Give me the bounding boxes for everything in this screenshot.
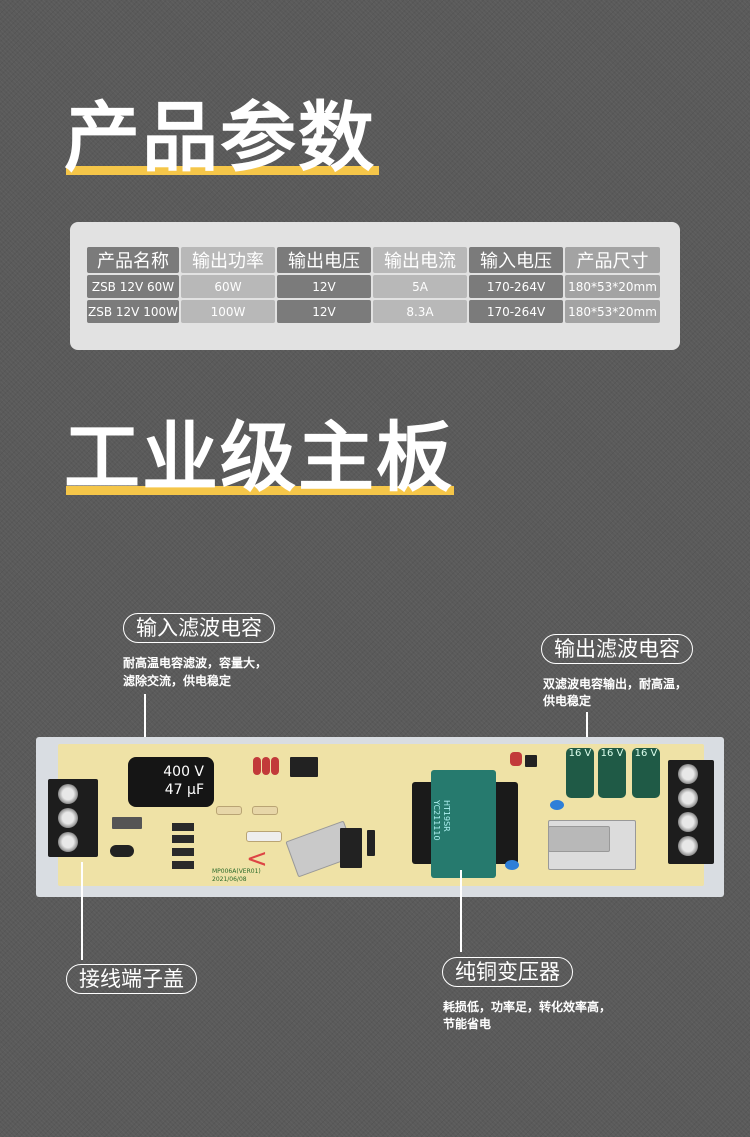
film-capacitor	[253, 757, 261, 775]
copper-transformer: HT19SR YC211110	[431, 770, 496, 878]
cell-input-voltage: 170-264V	[469, 275, 563, 298]
section-heading-params: 产品参数	[64, 93, 379, 182]
callout-desc-output-cap-1: 双滤波电容输出，耐高温，	[543, 677, 688, 691]
ceramic-capacitor	[550, 800, 564, 810]
transistor	[525, 755, 537, 767]
power-resistor	[246, 831, 282, 842]
rectifier-diode	[172, 848, 194, 856]
header-output-current: 输出电流	[373, 247, 467, 273]
fuse	[112, 817, 142, 829]
cell-output-current: 5A	[373, 275, 467, 298]
screw-icon	[678, 836, 698, 856]
mosfet	[340, 828, 362, 868]
callout-label-input-cap: 输入滤波电容	[123, 613, 275, 643]
heading-underline	[66, 166, 379, 175]
cell-input-voltage: 170-264V	[469, 300, 563, 323]
diode	[367, 830, 375, 856]
callout-desc-input-cap-1: 耐高温电容滤波，容量大，	[123, 656, 268, 670]
cell-output-voltage: 12V	[277, 300, 371, 323]
resistor	[216, 806, 242, 815]
leader-line-transformer	[460, 870, 462, 952]
header-output-voltage: 输出电压	[277, 247, 371, 273]
header-product-name: 产品名称	[87, 247, 179, 273]
pcb-date-label: 2021/06/08	[212, 876, 247, 883]
callout-label-transformer: 纯铜变压器	[442, 957, 573, 987]
screw-icon	[678, 764, 698, 784]
screw-icon	[58, 832, 78, 852]
leader-line-output-cap	[586, 712, 588, 757]
thermistor	[110, 845, 134, 857]
screw-icon	[678, 812, 698, 832]
warning-mark-icon: <	[246, 844, 268, 874]
callout-desc-output-cap-2: 供电稳定	[543, 694, 592, 708]
header-dimensions: 产品尺寸	[565, 247, 660, 273]
cell-product-name: ZSB 12V 60W	[87, 275, 179, 298]
callout-desc-input-cap-2: 滤除交流，供电稳定	[123, 674, 232, 688]
rectifier-diode	[172, 835, 194, 843]
cell-product-name: ZSB 12V 100W	[87, 300, 179, 323]
pcb-model-label: MP006A(VER01)	[212, 868, 261, 875]
heading-text: 产品参数	[64, 93, 376, 182]
heading-text: 工业级主板	[64, 413, 454, 502]
cell-output-current: 8.3A	[373, 300, 467, 323]
section-heading-board: 工业级主板	[64, 420, 454, 496]
heading-underline	[66, 486, 454, 495]
table-row: ZSB 12V 60W 60W 12V 5A 170-264V 180*53*2…	[87, 275, 660, 298]
callout-desc-transformer-2: 节能省电	[443, 1017, 492, 1031]
screw-icon	[58, 784, 78, 804]
capacitor-capacitance: 47 μF	[164, 782, 204, 798]
ceramic-capacitor	[505, 860, 519, 870]
spec-table-panel: 产品名称 输出功率 输出电压 输出电流 输入电压 产品尺寸 ZSB 12V 60…	[70, 222, 680, 350]
output-filter-capacitor: 16 V	[632, 748, 660, 798]
rectifier-diode	[172, 823, 194, 831]
cell-output-voltage: 12V	[277, 275, 371, 298]
controller-ic	[290, 757, 318, 777]
film-capacitor	[262, 757, 270, 775]
input-filter-capacitor: 400 V 47 μF	[128, 757, 214, 807]
film-capacitor	[510, 752, 522, 766]
cell-dimensions: 180*53*20mm	[565, 300, 660, 323]
transformer-marking: HT19SR	[442, 800, 451, 832]
film-capacitor	[271, 757, 279, 775]
header-input-voltage: 输入电压	[469, 247, 563, 273]
callout-label-output-cap: 输出滤波电容	[541, 634, 693, 664]
screw-icon	[58, 808, 78, 828]
table-row: ZSB 12V 100W 100W 12V 8.3A 170-264V 180*…	[87, 300, 660, 323]
header-output-power: 输出功率	[181, 247, 275, 273]
callout-label-terminal-cover: 接线端子盖	[66, 964, 197, 994]
cell-output-power: 60W	[181, 275, 275, 298]
spec-table: 产品名称 输出功率 输出电压 输出电流 输入电压 产品尺寸 ZSB 12V 60…	[85, 245, 662, 325]
output-filter-capacitor: 16 V	[598, 748, 626, 798]
output-filter-capacitor: 16 V	[566, 748, 594, 798]
output-rectifier-bracket	[548, 826, 610, 852]
table-header-row: 产品名称 输出功率 输出电压 输出电流 输入电压 产品尺寸	[87, 247, 660, 273]
screw-icon	[678, 788, 698, 808]
cell-output-power: 100W	[181, 300, 275, 323]
transformer-marking: YC211110	[432, 800, 441, 841]
resistor	[252, 806, 278, 815]
callout-desc-transformer-1: 耗损低，功率足，转化效率高，	[443, 1000, 612, 1014]
cell-dimensions: 180*53*20mm	[565, 275, 660, 298]
leader-line-terminal-cover	[81, 862, 83, 960]
transformer-core-right	[492, 782, 518, 864]
capacitor-voltage: 400 V	[163, 764, 204, 780]
rectifier-diode	[172, 861, 194, 869]
